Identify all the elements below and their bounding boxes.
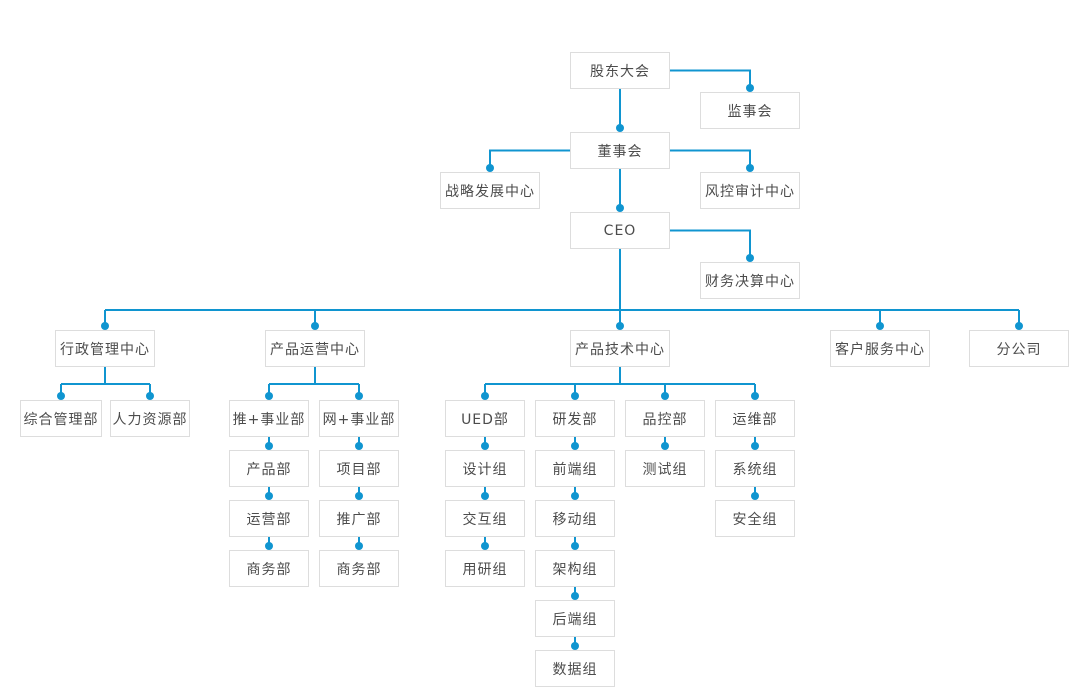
connector-dot (311, 322, 319, 330)
org-node-caiwu: 财务决算中心 (700, 262, 800, 299)
connector-dot (1015, 322, 1023, 330)
org-node-xitong: 系统组 (715, 450, 795, 487)
org-node-kefu: 客户服务中心 (830, 330, 930, 367)
connector-dot (146, 392, 154, 400)
connector-dot (481, 492, 489, 500)
connector-dot (486, 164, 494, 172)
connector-dot (265, 492, 273, 500)
org-node-xingzheng: 行政管理中心 (55, 330, 155, 367)
org-node-fengongsi: 分公司 (969, 330, 1069, 367)
connector-line (670, 69, 751, 88)
org-node-jishu: 产品技术中心 (570, 330, 670, 367)
connector-dot (481, 542, 489, 550)
connector-dot (571, 392, 579, 400)
connector-dot (481, 442, 489, 450)
org-node-jiagou: 架构组 (535, 550, 615, 587)
connector-dot (571, 492, 579, 500)
connector-dot (746, 164, 754, 172)
org-node-zhanlue: 战略发展中心 (440, 172, 540, 209)
org-node-tui: 推+事业部 (229, 400, 309, 437)
org-node-yunyingb: 运营部 (229, 500, 309, 537)
connector-dot (355, 542, 363, 550)
org-node-pinkong: 品控部 (625, 400, 705, 437)
org-node-shuju: 数据组 (535, 650, 615, 687)
connector-dot (571, 592, 579, 600)
connector-dot (265, 542, 273, 550)
connector-dot (101, 322, 109, 330)
connector-dot (616, 124, 624, 132)
org-node-anquan: 安全组 (715, 500, 795, 537)
org-node-jianshi: 监事会 (700, 92, 800, 129)
connector-dot (751, 392, 759, 400)
org-node-fengkong: 风控审计中心 (700, 172, 800, 209)
org-node-yidong: 移动组 (535, 500, 615, 537)
connector-dot (571, 642, 579, 650)
org-node-houduan: 后端组 (535, 600, 615, 637)
connector-dot (661, 442, 669, 450)
connector-dot (751, 492, 759, 500)
connector-dot (751, 442, 759, 450)
connector-dot (746, 254, 754, 262)
connector-line (670, 149, 751, 168)
org-node-yunyingzx: 产品运营中心 (265, 330, 365, 367)
org-node-yanfa: 研发部 (535, 400, 615, 437)
org-node-ceshi: 测试组 (625, 450, 705, 487)
connector-dot (265, 442, 273, 450)
org-node-tuiguang: 推广部 (319, 500, 399, 537)
org-node-qianduan: 前端组 (535, 450, 615, 487)
connector-dot (661, 392, 669, 400)
connector-dot (481, 392, 489, 400)
connector-line (670, 229, 751, 258)
connector-line (489, 149, 570, 168)
connector-dot (876, 322, 884, 330)
connector-dot (571, 542, 579, 550)
connector-dot (571, 442, 579, 450)
connector-dot (355, 492, 363, 500)
org-node-yongyan: 用研组 (445, 550, 525, 587)
connector-dot (616, 204, 624, 212)
org-node-dongshi: 董事会 (570, 132, 670, 169)
connector-dot (616, 322, 624, 330)
org-node-chanpin: 产品部 (229, 450, 309, 487)
org-node-ceo: CEO (570, 212, 670, 249)
org-node-ued: UED部 (445, 400, 525, 437)
org-node-jiaohu: 交互组 (445, 500, 525, 537)
org-node-shangwu1: 商务部 (229, 550, 309, 587)
org-node-renli: 人力资源部 (110, 400, 190, 437)
org-node-xiangmu: 项目部 (319, 450, 399, 487)
connector-dot (265, 392, 273, 400)
connector-dot (355, 392, 363, 400)
org-node-gudong: 股东大会 (570, 52, 670, 89)
org-node-zonghe: 综合管理部 (20, 400, 102, 437)
connector-dot (746, 84, 754, 92)
connector-dot (57, 392, 65, 400)
org-node-shangwu2: 商务部 (319, 550, 399, 587)
connector-dot (355, 442, 363, 450)
org-node-sheji: 设计组 (445, 450, 525, 487)
org-node-yunwei: 运维部 (715, 400, 795, 437)
org-node-wang: 网+事业部 (319, 400, 399, 437)
